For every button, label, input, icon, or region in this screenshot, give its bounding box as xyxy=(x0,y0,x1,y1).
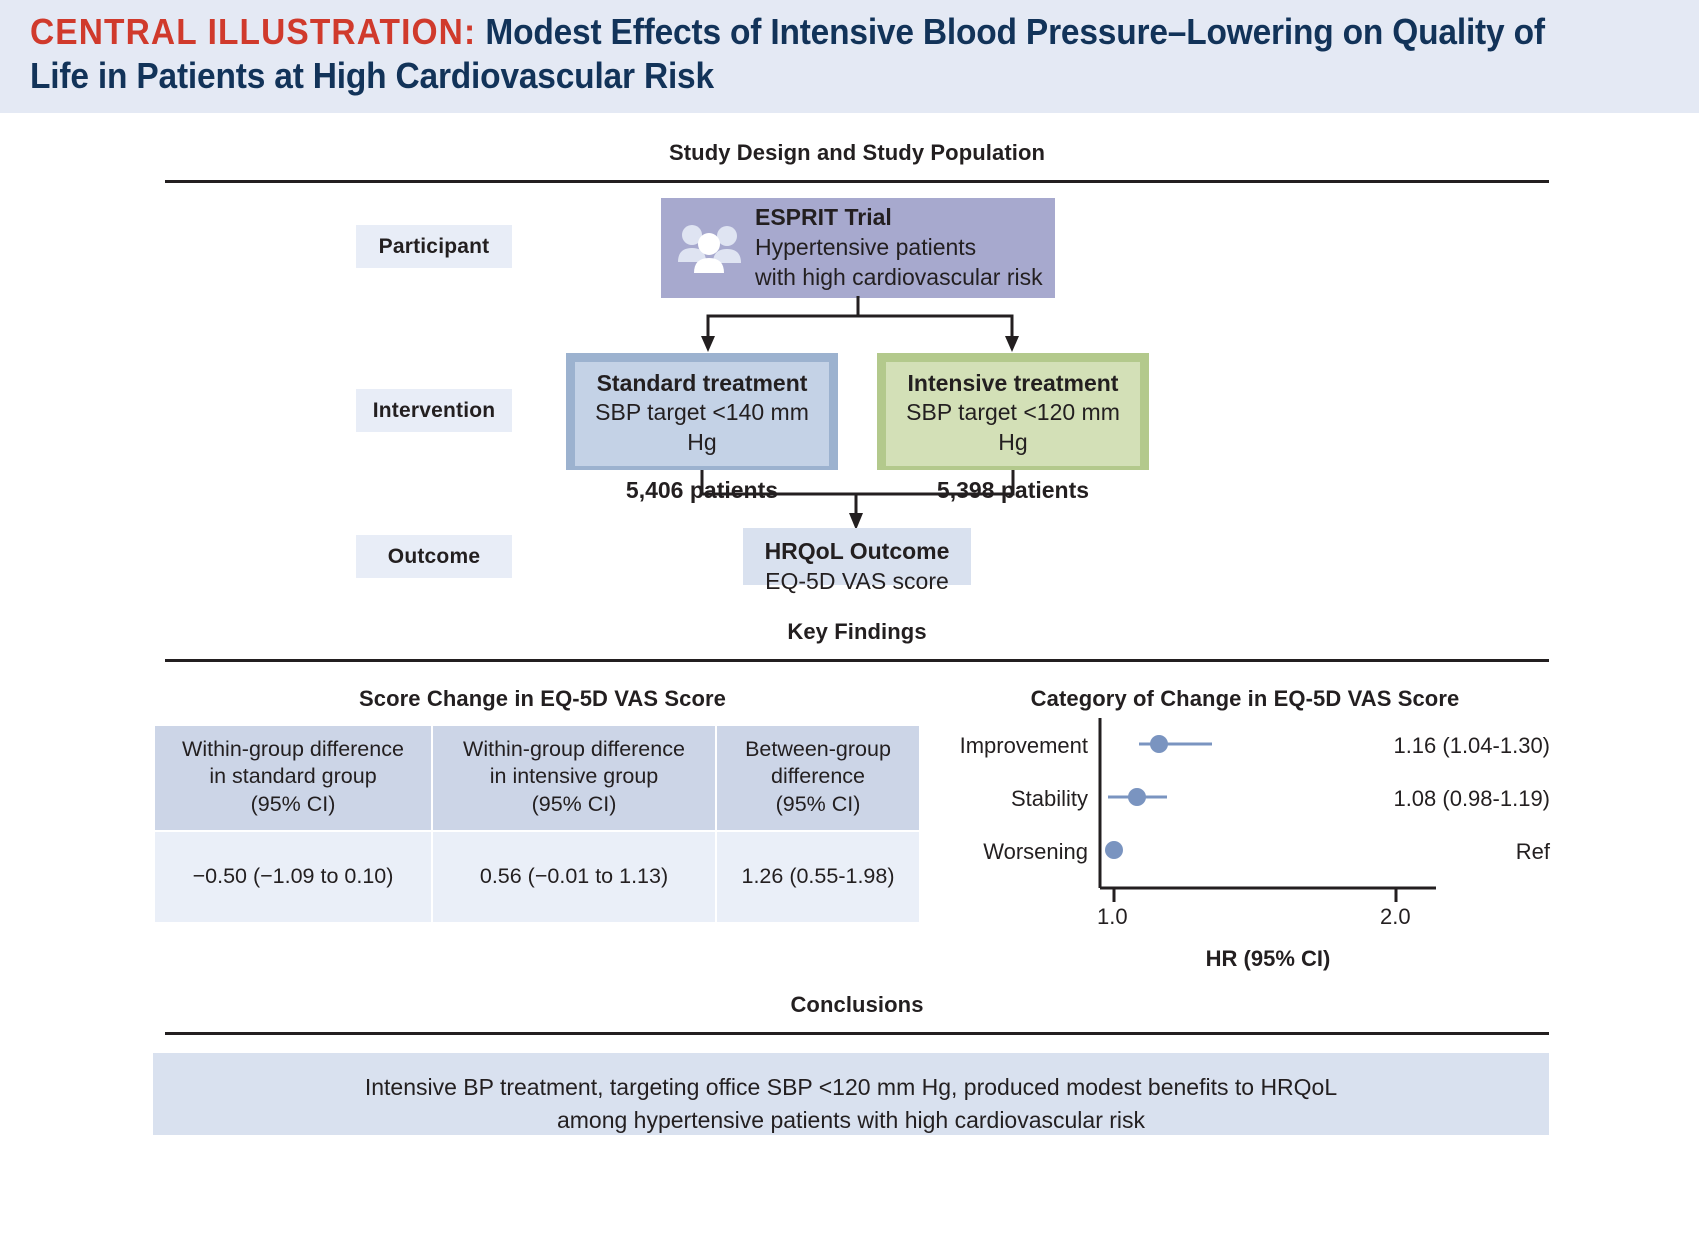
forest-plot-canvas xyxy=(1098,718,1436,902)
connector-participant-to-arms xyxy=(701,296,1019,352)
forest-value-improvement: 1.16 (1.04-1.30) xyxy=(1393,733,1550,758)
forest-value-stability: 1.08 (0.98-1.19) xyxy=(1393,786,1550,811)
standard-treatment-target: SBP target <140 mm Hg xyxy=(595,399,809,455)
standard-treatment-inner: Standard treatment SBP target <140 mm Hg xyxy=(575,362,829,467)
score-change-title: Score Change in EQ-5D VAS Score xyxy=(358,686,726,711)
participant-line-2: with high cardiovascular risk xyxy=(755,263,1043,290)
forest-label-improvement: Improvement xyxy=(959,733,1088,758)
table-row: −0.50 (−1.09 to 0.10) 0.56 (−0.01 to 1.1… xyxy=(153,829,921,924)
title-main-text: Modest Effects of Intensive Blood Pressu… xyxy=(30,11,1545,96)
divider-conclusions xyxy=(165,1032,1549,1035)
connector-arms-to-outcome xyxy=(700,470,1015,530)
conclusion-box: Intensive BP treatment, targeting office… xyxy=(153,1053,1549,1135)
intensive-treatment-target: SBP target <120 mm Hg xyxy=(906,399,1120,455)
forest-xtick-2: 2.0 xyxy=(1380,904,1411,929)
standard-treatment-title: Standard treatment xyxy=(596,370,808,396)
forest-axis-title: HR (95% CI) xyxy=(1205,946,1331,971)
table-cell-between-value: 1.26 (0.55-1.98) xyxy=(715,829,921,924)
intensive-treatment-inner: Intensive treatment SBP target <120 mm H… xyxy=(886,362,1140,467)
divider-key-findings xyxy=(165,659,1549,662)
forest-xtick-1: 1.0 xyxy=(1097,904,1128,929)
page-title: CENTRAL ILLUSTRATION: Modest Effects of … xyxy=(30,10,1554,98)
participant-text-block: ESPRIT Trial Hypertensive patients with … xyxy=(755,203,1043,293)
intensive-treatment-title: Intensive treatment xyxy=(907,370,1119,396)
central-illustration-label: CENTRAL ILLUSTRATION: xyxy=(30,11,477,52)
row-label-participant: Participant xyxy=(356,225,512,268)
table-cell-standard-value: −0.50 (−1.09 to 0.10) xyxy=(153,829,433,924)
outcome-title: HRQoL Outcome xyxy=(764,538,950,564)
title-banner: CENTRAL ILLUSTRATION: Modest Effects of … xyxy=(0,0,1699,113)
conclusion-line-1: Intensive BP treatment, targeting office… xyxy=(364,1074,1338,1100)
standard-treatment-box: Standard treatment SBP target <140 mm Hg… xyxy=(566,353,838,503)
forest-label-worsening: Worsening xyxy=(983,839,1088,864)
divider-study-design xyxy=(165,180,1549,183)
forest-label-stability: Stability xyxy=(1010,786,1088,811)
intensive-treatment-box: Intensive treatment SBP target <120 mm H… xyxy=(877,353,1149,503)
forest-plot: Improvement Stability Worsening 1.16 (1.… xyxy=(930,718,1550,971)
outcome-detail: EQ-5D VAS score xyxy=(765,567,949,594)
participant-line-1: Hypertensive patients xyxy=(755,234,977,261)
forest-plot-title: Category of Change in EQ-5D VAS Score xyxy=(1030,686,1460,711)
outcome-box: HRQoL Outcome EQ-5D VAS score xyxy=(743,528,971,594)
row-label-outcome: Outcome xyxy=(356,535,512,578)
section-heading-study-design: Study Design and Study Population xyxy=(668,140,1046,165)
section-heading-conclusions: Conclusions xyxy=(790,992,924,1017)
table-cell-intensive-value: 0.56 (−0.01 to 1.13) xyxy=(431,829,717,924)
section-heading-key-findings: Key Findings xyxy=(787,619,927,644)
participant-title: ESPRIT Trial xyxy=(755,204,892,231)
conclusion-line-2: among hypertensive patients with high ca… xyxy=(556,1106,1146,1133)
row-label-intervention: Intervention xyxy=(356,389,512,432)
participant-box: ESPRIT Trial Hypertensive patients with … xyxy=(661,198,1055,298)
people-group-icon xyxy=(678,225,741,273)
forest-value-worsening: Ref xyxy=(1515,839,1550,864)
